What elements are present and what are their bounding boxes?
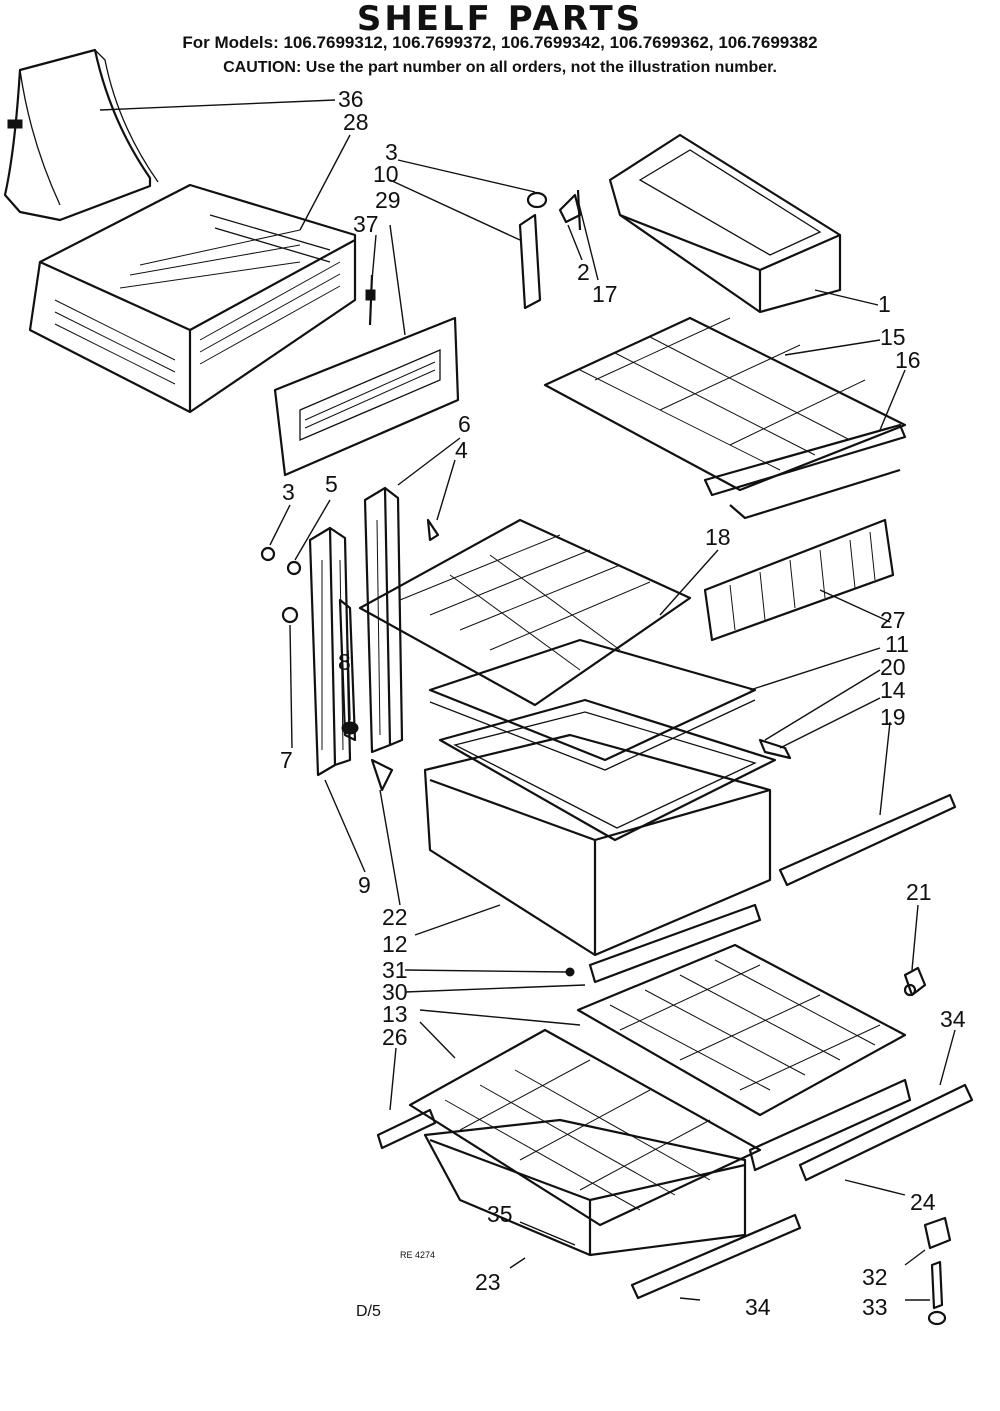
callout-35: 35 [487,1201,513,1227]
part-36-divider-illustration [3,48,159,222]
callout-33: 33 [862,1294,888,1320]
callout-22: 22 [382,904,408,930]
callout-31: 31 [382,957,408,983]
part-16-trim-illustration [703,423,907,520]
part-13-shelf-illustration [408,943,907,1227]
callout-23: 23 [475,1269,501,1295]
callout-34-lower: 34 [745,1294,771,1320]
part-34-upper-trim-illustration [798,1083,974,1182]
part-37-screw-illustration [365,274,376,326]
callout-21: 21 [906,879,932,905]
part-29-cover-front-illustration [273,316,460,477]
part-21-clip-illustration [903,966,927,997]
callout-5: 5 [325,471,338,497]
callout-16: 16 [895,347,921,373]
callout-3-top: 3 [385,139,398,165]
callout-27: 27 [880,607,906,633]
callout-10: 10 [373,161,399,187]
callout-9: 9 [358,872,371,898]
part-8-support-illustration [338,598,394,792]
callout-7: 7 [280,747,293,773]
callout-13: 13 [382,1001,408,1027]
part-19-rail-illustration [778,793,957,887]
page-title: SHELF PARTS [356,0,644,39]
callout-6: 6 [458,411,471,437]
callout-30: 30 [382,979,408,1005]
part-24-trim-illustration [748,1078,912,1172]
part-32-33-hardware-illustration [923,1216,952,1326]
part-3-5-7-fasteners-illustration [260,518,440,624]
callout-11: 11 [885,631,909,657]
part-30-trim-illustration [565,903,762,984]
part-1-bin-illustration [608,133,842,314]
callout-17: 17 [592,281,618,307]
part-26-trim-illustration [376,1108,437,1150]
callout-12: 12 [382,931,408,957]
part-28-crisper-pan-illustration [28,183,357,414]
callout-37: 37 [353,211,379,237]
callout-4: 4 [455,437,468,463]
callout-36: 36 [338,86,364,112]
part-9-ladder-illustration [308,526,352,777]
callout-labels: 36 28 3 10 37 29 2 17 1 15 16 6 4 3 5 18… [280,86,966,1320]
callout-26: 26 [382,1024,408,1050]
page-code: D/5 [356,1303,381,1320]
callout-29: 29 [375,187,401,213]
callout-20: 20 [880,654,906,680]
callout-15: 15 [880,324,906,350]
leader-lines [99,99,956,1301]
part-23-drawer-illustration [423,1118,747,1257]
callout-3-mid: 3 [282,479,295,505]
part-15-shelf-illustration [543,316,907,492]
model-list: For Models: 106.7699312, 106.7699372, 10… [182,33,818,52]
callout-24: 24 [910,1189,936,1215]
part-12-drawer-illustration [423,733,772,957]
callout-1: 1 [878,291,891,317]
part-34-lower-trim-illustration [630,1213,802,1300]
part-18-shelf-illustration [358,518,692,707]
part-20-frame-illustration [438,698,792,842]
callout-28: 28 [343,109,369,135]
callout-19: 19 [880,704,906,730]
callout-2: 2 [577,259,590,285]
part-11-glass-shelf-illustration [428,638,757,771]
part-27-grille-illustration [703,518,895,642]
drawing-code: RE 4274 [400,1250,435,1260]
part-6-ladder-illustration [363,486,404,754]
part-10-bracket-illustration [518,189,582,310]
caution-note: CAUTION: Use the part number on all orde… [223,59,777,76]
callout-8: 8 [338,649,351,675]
callout-14: 14 [880,677,906,703]
callout-32: 32 [862,1264,888,1290]
callout-34-upper: 34 [940,1006,966,1032]
callout-18: 18 [705,524,731,550]
